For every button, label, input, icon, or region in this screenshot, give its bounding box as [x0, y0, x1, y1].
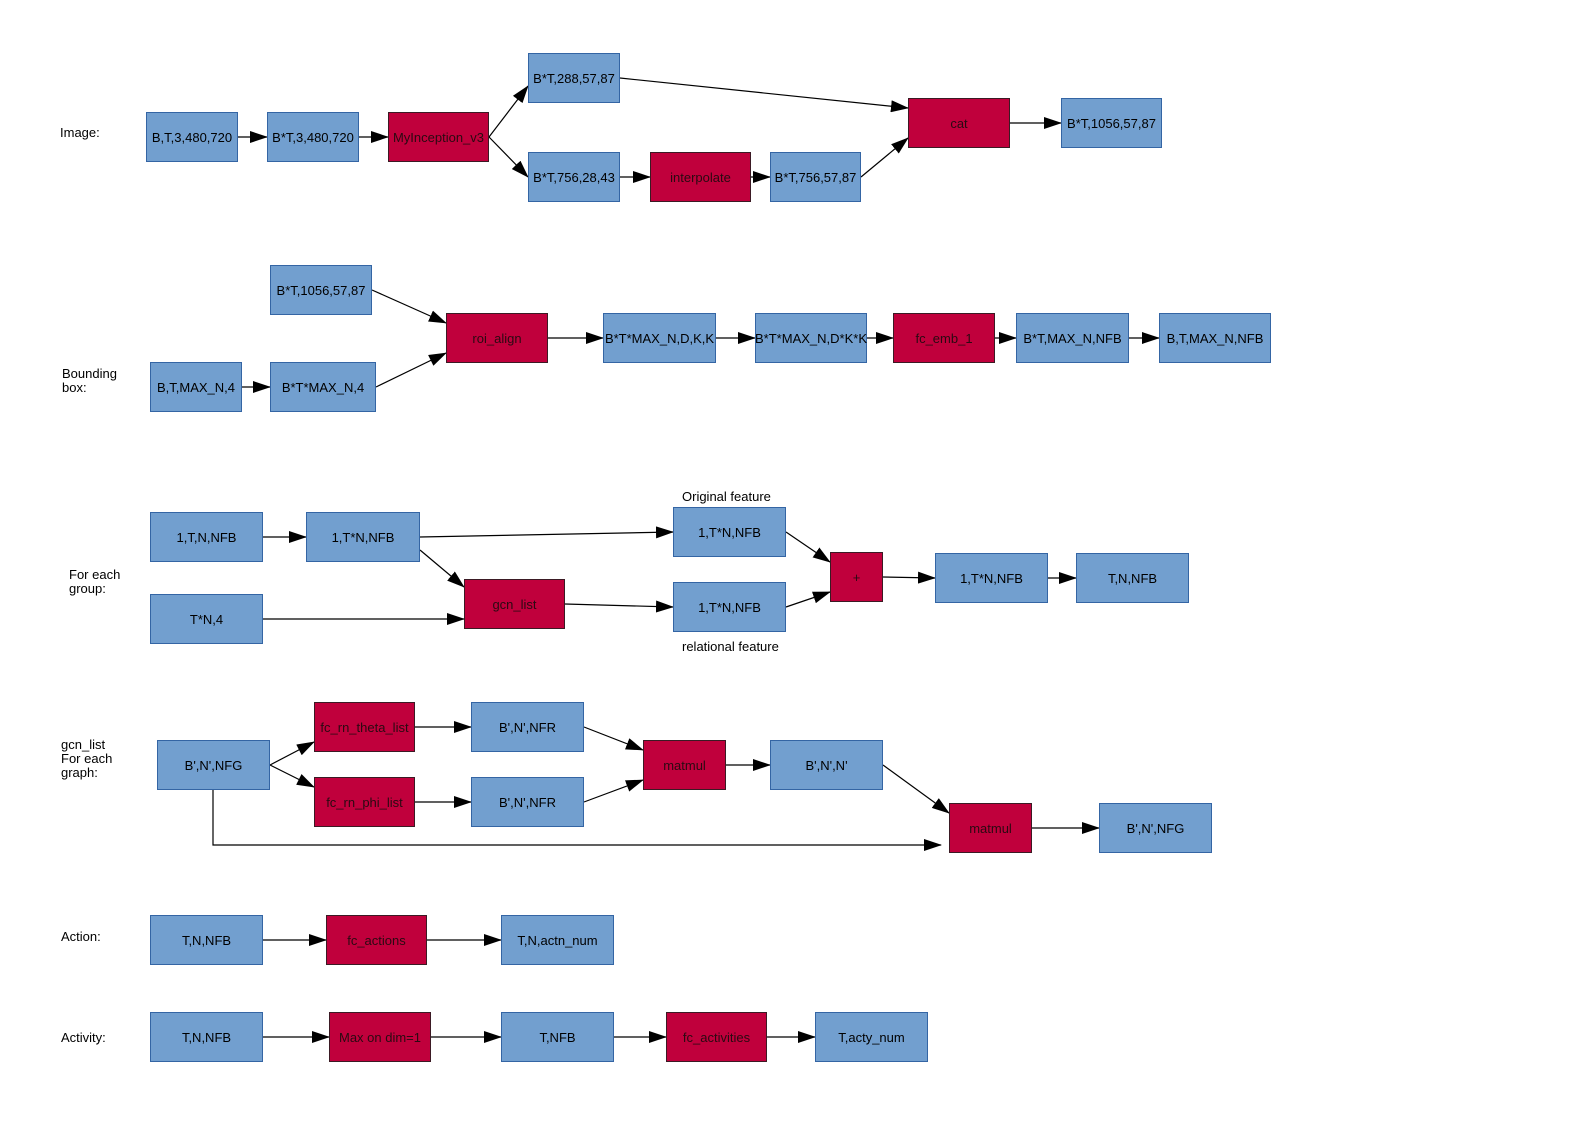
tensor-node-i9: B*T,1056,57,87 — [1061, 98, 1162, 148]
tensor-node-v1: T,N,NFB — [150, 1012, 263, 1062]
row-label-group: For each group: — [69, 567, 121, 596]
edge-g4-to-g6 — [564, 600, 674, 613]
edge-g5-to-g7 — [785, 531, 831, 563]
edge-b2-to-b3 — [375, 352, 447, 388]
tensor-node-i1: B,T,3,480,720 — [146, 112, 238, 162]
tensor-node-g6: 1,T*N,NFB — [673, 582, 786, 632]
row-label-action: Action: — [61, 929, 101, 944]
edge-c5-to-c6 — [583, 779, 644, 803]
op-node-v4: fc_activities — [666, 1012, 767, 1062]
op-node-i3: MyInception_v3 — [388, 112, 489, 162]
tensor-node-c7: B',N',N' — [770, 740, 883, 790]
tensor-node-b0: B*T,1056,57,87 — [270, 265, 372, 315]
op-node-c2: fc_rn_theta_list — [314, 702, 415, 752]
tensor-node-b7: B*T,MAX_N,NFB — [1016, 313, 1129, 363]
tensor-node-c9: B',N',NFG — [1099, 803, 1212, 853]
op-node-a2: fc_actions — [326, 915, 427, 965]
edge-g2-to-g5 — [419, 526, 674, 539]
edge-c7-to-c8 — [882, 764, 950, 814]
tensor-node-i7: B*T,756,57,87 — [770, 152, 861, 202]
tensor-node-i2: B*T,3,480,720 — [267, 112, 359, 162]
tensor-node-g1: 1,T,N,NFB — [150, 512, 263, 562]
op-node-g7: + — [830, 552, 883, 602]
edge-c4-to-c6 — [583, 726, 644, 751]
op-node-c3: fc_rn_phi_list — [314, 777, 415, 827]
tensor-node-g5: 1,T*N,NFB — [673, 507, 786, 557]
row-label-gcn: gcn_list For each graph: — [61, 737, 113, 780]
op-node-g4: gcn_list — [464, 579, 565, 629]
edges-layer — [212, 77, 1160, 1043]
edge-i4-to-i8 — [619, 77, 909, 113]
edge-c1-to-c3 — [269, 764, 315, 788]
tensor-node-v3: T,NFB — [501, 1012, 614, 1062]
op-node-i8: cat — [908, 98, 1010, 148]
original-feature-label: Original feature — [682, 489, 771, 504]
tensor-node-b5: B*T*MAX_N,D*K*K — [755, 313, 867, 363]
tensor-node-i4: B*T,288,57,87 — [528, 53, 620, 103]
tensor-node-g8: 1,T*N,NFB — [935, 553, 1048, 603]
edge-i3-to-i5 — [488, 136, 529, 178]
row-label-bbox: Bounding box: — [62, 366, 117, 395]
op-node-b3: roi_align — [446, 313, 548, 363]
tensor-node-g9: T,N,NFB — [1076, 553, 1189, 603]
tensor-node-c1: B',N',NFG — [157, 740, 270, 790]
tensor-node-b4: B*T*MAX_N,D,K,K — [603, 313, 716, 363]
op-node-i6: interpolate — [650, 152, 751, 202]
op-node-v2: Max on dim=1 — [329, 1012, 431, 1062]
edge-c1-to-c2 — [269, 741, 315, 766]
edge-g6-to-g7 — [785, 591, 831, 608]
relational-feature-label: relational feature — [682, 639, 779, 654]
tensor-node-a3: T,N,actn_num — [501, 915, 614, 965]
op-node-c6: matmul — [643, 740, 726, 790]
edge-i7-to-i8 — [860, 137, 909, 178]
row-label-activity: Activity: — [61, 1030, 106, 1045]
op-node-c8: matmul — [949, 803, 1032, 853]
tensor-node-g3: T*N,4 — [150, 594, 263, 644]
tensor-node-b1: B,T,MAX_N,4 — [150, 362, 242, 412]
tensor-node-b8: B,T,MAX_N,NFB — [1159, 313, 1271, 363]
edge-c1-to-c8 — [212, 790, 942, 851]
edge-b0-to-b3 — [371, 289, 447, 324]
tensor-node-c5: B',N',NFR — [471, 777, 584, 827]
op-node-b6: fc_emb_1 — [893, 313, 995, 363]
tensor-node-c4: B',N',NFR — [471, 702, 584, 752]
tensor-node-a1: T,N,NFB — [150, 915, 263, 965]
edge-g2-to-g4 — [419, 549, 465, 588]
tensor-node-v5: T,acty_num — [815, 1012, 928, 1062]
edge-i3-to-i4 — [488, 85, 529, 138]
tensor-node-g2: 1,T*N,NFB — [306, 512, 420, 562]
edge-g7-to-g8 — [882, 571, 936, 584]
tensor-node-b2: B*T*MAX_N,4 — [270, 362, 376, 412]
tensor-node-i5: B*T,756,28,43 — [528, 152, 620, 202]
row-label-image: Image: — [60, 125, 100, 140]
